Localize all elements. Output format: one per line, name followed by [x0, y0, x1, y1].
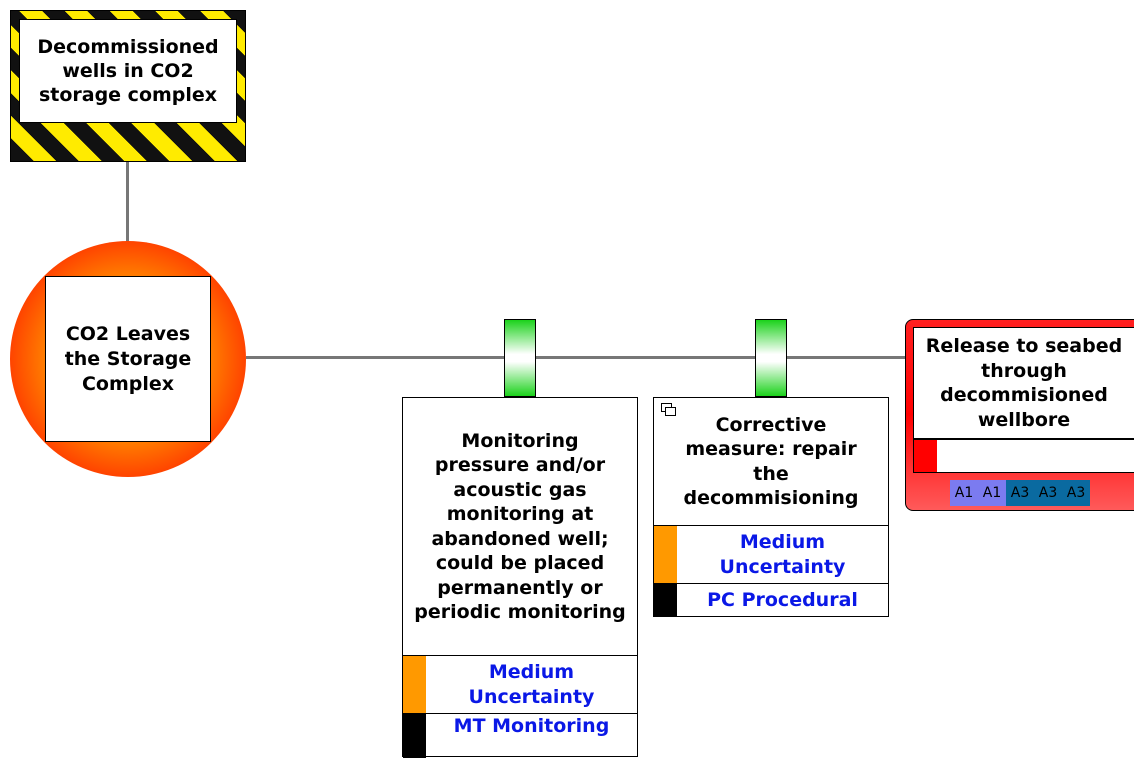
- barrier-2-type: PC Procedural: [707, 588, 858, 611]
- barrier-2-effectiveness-row: Medium Uncertainty: [654, 526, 888, 584]
- barrier-2-type-swatch: [654, 584, 677, 616]
- barrier-2-effectiveness-swatch: [654, 526, 677, 583]
- barrier-2-effectiveness: Medium Uncertainty: [719, 530, 846, 578]
- consequence-label: Release to seabed through decommisioned …: [913, 327, 1134, 439]
- risk-cell[interactable]: A3: [1034, 480, 1062, 506]
- top-event-circle[interactable]: CO2 Leaves the Storage Complex: [10, 241, 246, 477]
- hazard-connector: [126, 162, 129, 242]
- barrier-2-box[interactable]: Corrective measure: repair the decommisi…: [653, 397, 889, 617]
- barrier-1-label: Monitoring pressure and/or acoustic gas …: [403, 398, 637, 656]
- barrier-2-status-tab[interactable]: [755, 319, 787, 397]
- barrier-1-effectiveness-swatch: [403, 656, 426, 713]
- barrier-1-type-swatch: [403, 714, 426, 758]
- barrier-1-type: MT Monitoring: [453, 715, 610, 737]
- top-event-label: CO2 Leaves the Storage Complex: [45, 276, 211, 442]
- consequence-category-swatch: [914, 440, 937, 472]
- risk-cell[interactable]: A3: [1006, 480, 1034, 506]
- barrier-2-label: Corrective measure: repair the decommisi…: [654, 398, 888, 526]
- hazard-label: Decommissioned wells in CO2 storage comp…: [19, 19, 237, 123]
- consequence-box[interactable]: Release to seabed through decommisioned …: [905, 319, 1134, 511]
- barrier-1-status-tab[interactable]: [504, 319, 536, 397]
- linked-copy-icon[interactable]: [661, 403, 677, 417]
- pathway-line: [246, 356, 906, 359]
- risk-cell[interactable]: A3: [1062, 480, 1090, 506]
- barrier-1-effectiveness: Medium Uncertainty: [468, 660, 595, 708]
- risk-matrix: A1 A1 A3 A3 A3: [950, 480, 1090, 506]
- risk-cell[interactable]: A1: [978, 480, 1006, 506]
- risk-cell[interactable]: A1: [950, 480, 978, 506]
- consequence-category-strip: [913, 439, 1134, 473]
- barrier-2-type-row: PC Procedural: [654, 584, 888, 616]
- barrier-1-type-row: MT Monitoring: [403, 714, 637, 758]
- hazard-box[interactable]: Decommissioned wells in CO2 storage comp…: [10, 10, 246, 162]
- barrier-1-effectiveness-row: Medium Uncertainty: [403, 656, 637, 714]
- barrier-1-box[interactable]: Monitoring pressure and/or acoustic gas …: [402, 397, 638, 758]
